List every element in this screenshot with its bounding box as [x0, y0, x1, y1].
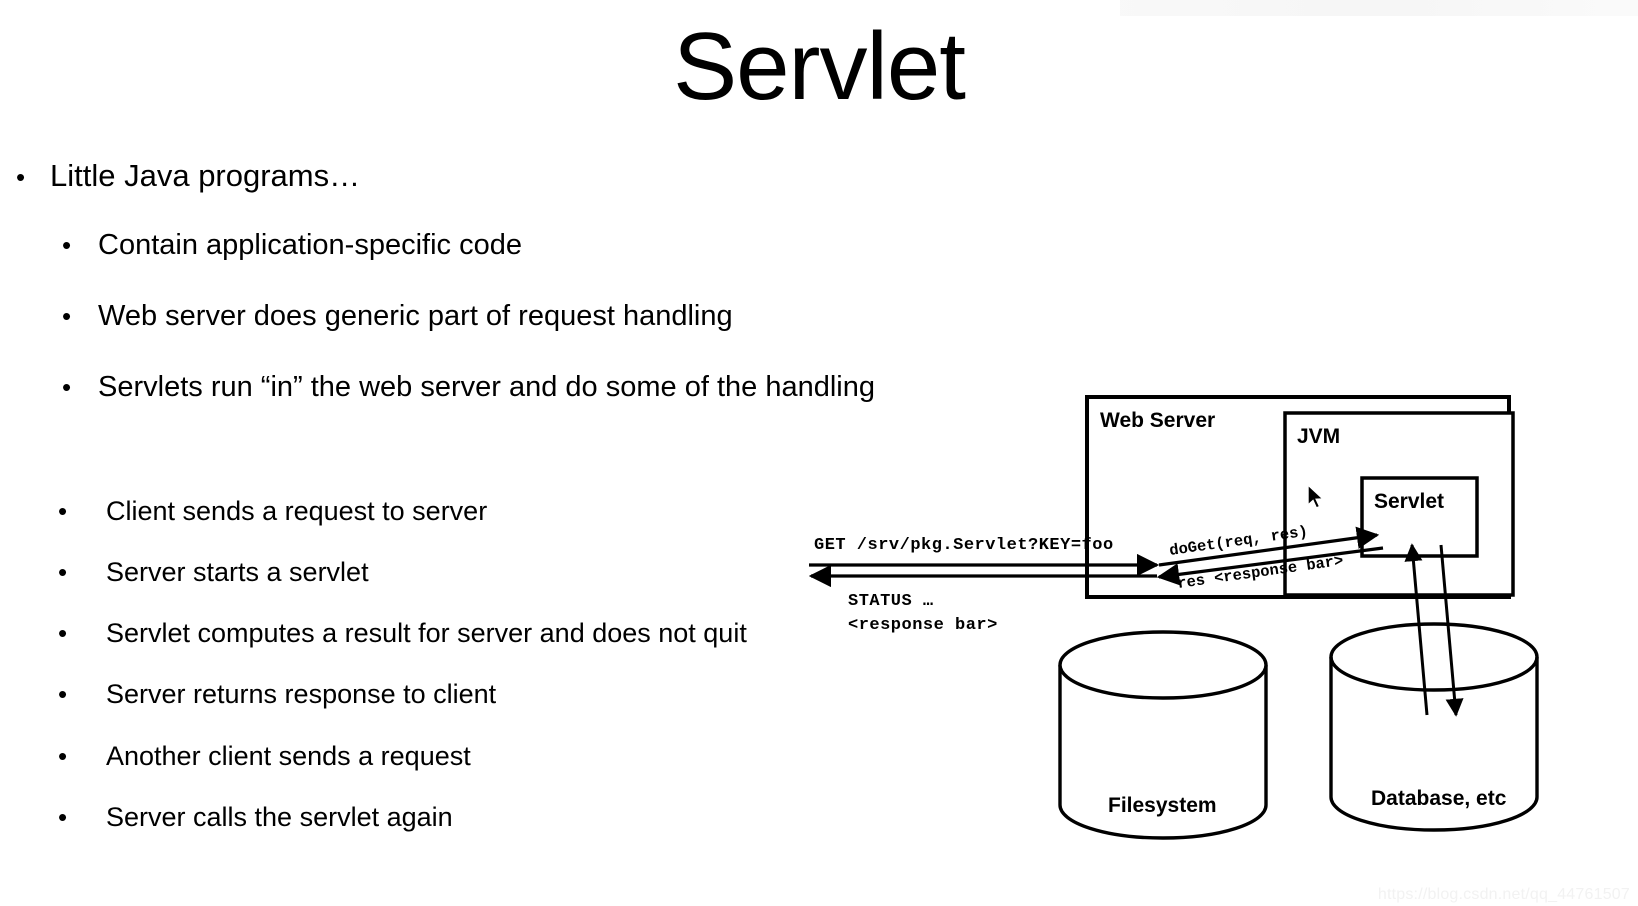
- list-item: • Server returns response to client: [58, 679, 496, 710]
- list-item-label: Server returns response to client: [106, 679, 497, 709]
- status-label: STATUS …: [848, 592, 934, 611]
- list-item-label: Contain application-specific code: [98, 229, 522, 261]
- list-item: • Contain application-specific code: [62, 229, 522, 262]
- response-body-label: <response bar>: [848, 616, 998, 635]
- bullet-glyph: •: [58, 741, 68, 771]
- bullet-glyph: •: [58, 557, 68, 587]
- servlet-architecture-diagram: Web Server JVM Servlet Filesystem Databa…: [800, 385, 1580, 855]
- servlet-to-db-arrow-down: [1439, 544, 1464, 717]
- servlet-to-db-arrow-up: [1404, 543, 1429, 716]
- list-item: • Client sends a request to server: [58, 496, 487, 527]
- servlet-box: [1360, 476, 1479, 558]
- list-item-label: Little Java programs…: [50, 158, 361, 193]
- list-item: • Servlets run “in” the web server and d…: [62, 371, 875, 404]
- filesystem-label: Filesystem: [1108, 794, 1217, 817]
- top-clipped-artifact: [1120, 0, 1638, 16]
- bullet-glyph: •: [62, 301, 72, 331]
- res-arrow: [1156, 546, 1384, 586]
- bullet-glyph: •: [16, 162, 26, 192]
- list-item-label: Server starts a servlet: [106, 557, 369, 587]
- list-item-label: Web server does generic part of request …: [98, 300, 733, 332]
- database-cylinder: [1329, 622, 1539, 832]
- bullet-glyph: •: [58, 679, 68, 709]
- list-item-label: Client sends a request to server: [106, 496, 488, 526]
- list-item-label: Servlet computes a result for server and…: [106, 618, 747, 648]
- doget-arrow: [1158, 526, 1380, 567]
- list-item: • Server starts a servlet: [58, 557, 369, 588]
- list-item: • Servlet computes a result for server a…: [58, 618, 747, 649]
- request-label: GET /srv/pkg.Servlet?KEY=foo: [814, 536, 1114, 555]
- bullet-glyph: •: [58, 618, 68, 648]
- list-item: • Web server does generic part of reques…: [62, 300, 733, 333]
- bullet-glyph: •: [58, 496, 68, 526]
- database-label: Database, etc: [1371, 787, 1507, 810]
- bullet-glyph: •: [58, 802, 68, 832]
- list-item: • Little Java programs…: [16, 158, 360, 194]
- list-item-label: Servlets run “in” the web server and do …: [98, 371, 875, 403]
- bullet-glyph: •: [62, 372, 72, 402]
- mouse-cursor-icon: [1307, 484, 1325, 509]
- list-item-label: Server calls the servlet again: [106, 802, 453, 832]
- list-item: • Another client sends a request: [58, 741, 471, 772]
- web-server-label: Web Server: [1100, 409, 1215, 432]
- list-item: • Server calls the servlet again: [58, 802, 453, 833]
- bullet-glyph: •: [62, 230, 72, 260]
- watermark: https://blog.csdn.net/qq_44761507: [1377, 886, 1630, 903]
- page-title: Servlet: [673, 13, 966, 120]
- list-item-label: Another client sends a request: [106, 741, 471, 771]
- filesystem-cylinder: [1058, 630, 1268, 840]
- servlet-label: Servlet: [1374, 490, 1444, 513]
- jvm-label: JVM: [1297, 425, 1340, 448]
